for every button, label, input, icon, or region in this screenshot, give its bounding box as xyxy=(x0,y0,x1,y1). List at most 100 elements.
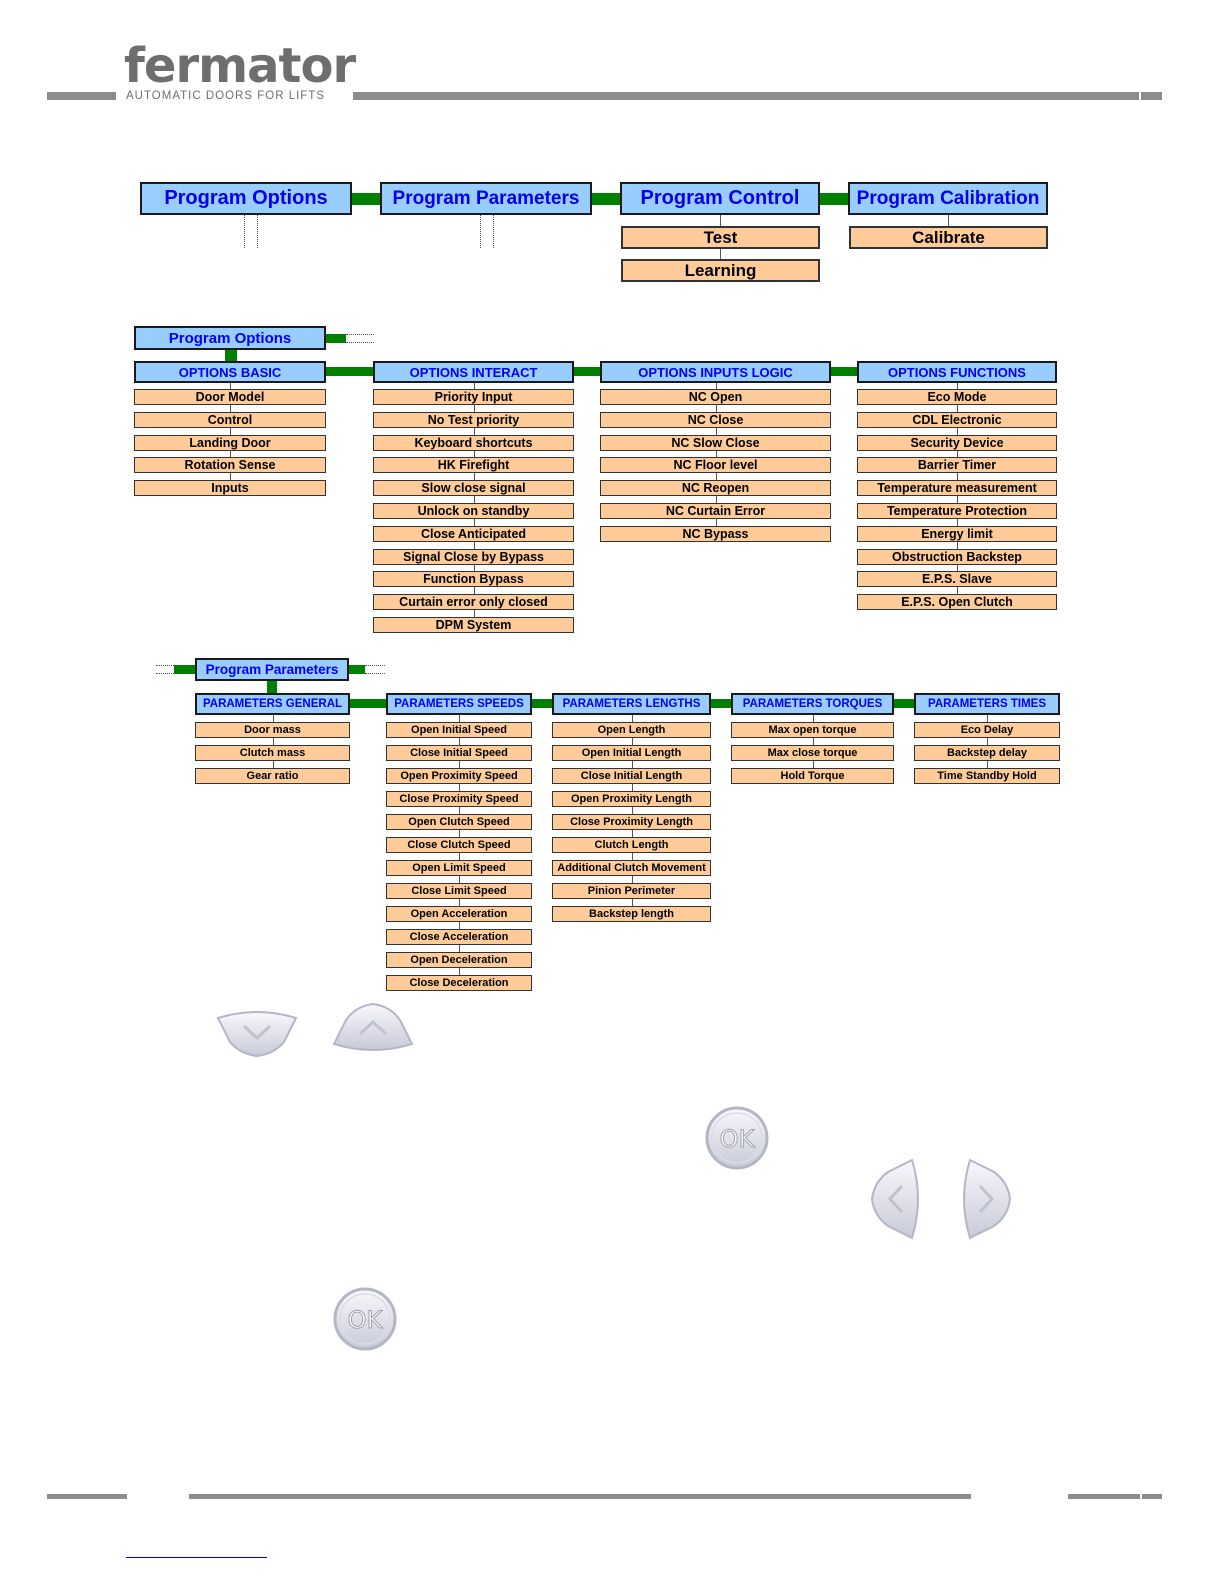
menu-item[interactable]: Eco Mode xyxy=(857,389,1057,405)
menu-item[interactable]: Hold Torque xyxy=(731,768,894,784)
menu-item[interactable]: Open Proximity Speed xyxy=(386,768,532,784)
menu-item[interactable]: Close Acceleration xyxy=(386,929,532,945)
menu-item[interactable]: Control xyxy=(134,411,326,428)
left-arrow-button-icon[interactable] xyxy=(870,1156,926,1242)
group-header[interactable]: OPTIONS INPUTS LOGIC xyxy=(600,361,831,383)
parameters-title[interactable]: Program Parameters xyxy=(195,658,349,681)
menu-item[interactable]: HK Firefight xyxy=(373,457,574,474)
menu-item[interactable]: Security Device xyxy=(857,434,1057,451)
menu-item[interactable]: Obstruction Backstep xyxy=(857,548,1057,565)
menu-program-control[interactable]: Program Control xyxy=(620,182,820,215)
menu-item[interactable]: Temperature measurement xyxy=(857,480,1057,497)
menu-item[interactable]: Clutch Length xyxy=(552,837,711,853)
menu-item[interactable]: Clutch mass xyxy=(195,745,350,761)
menu-item[interactable]: Close Proximity Length xyxy=(552,814,711,830)
menu-item[interactable]: NC Close xyxy=(600,411,831,428)
options-title[interactable]: Program Options xyxy=(134,326,326,350)
tree-line xyxy=(948,215,949,226)
menu-item[interactable]: Barrier Timer xyxy=(857,457,1057,474)
group-header[interactable]: OPTIONS BASIC xyxy=(134,361,326,383)
menu-item[interactable]: NC Floor level xyxy=(600,457,831,474)
connector xyxy=(174,665,195,674)
menu-item[interactable]: Open Proximity Length xyxy=(552,791,711,807)
menu-item[interactable]: NC Bypass xyxy=(600,525,831,542)
menu-item[interactable]: Open Acceleration xyxy=(386,906,532,922)
menu-item[interactable]: Open Clutch Speed xyxy=(386,814,532,830)
menu-item[interactable]: E.P.S. Slave xyxy=(857,571,1057,588)
connector xyxy=(349,665,365,674)
menu-item[interactable]: Additional Clutch Movement xyxy=(552,860,711,876)
menu-item[interactable]: Rotation Sense xyxy=(134,457,326,474)
menu-item[interactable]: Keyboard shortcuts xyxy=(373,434,574,451)
menu-program-parameters[interactable]: Program Parameters xyxy=(380,182,592,215)
menu-item[interactable]: Open Initial Length xyxy=(552,745,711,761)
right-arrow-button-icon[interactable] xyxy=(956,1156,1012,1242)
menu-item[interactable]: Unlock on standby xyxy=(373,503,574,519)
group-header[interactable]: PARAMETERS TORQUES xyxy=(731,693,894,715)
menu-item[interactable]: Landing Door xyxy=(134,434,326,451)
menu-item[interactable]: Signal Close by Bypass xyxy=(373,548,574,565)
menu-item[interactable]: Energy limit xyxy=(857,525,1057,542)
menu-item[interactable]: Temperature Protection xyxy=(857,503,1057,519)
collapsed-branch xyxy=(346,334,374,343)
ok-button-icon[interactable]: OK xyxy=(332,1286,398,1352)
menu-item[interactable]: No Test priority xyxy=(373,411,574,428)
menu-item[interactable]: Priority Input xyxy=(373,389,574,405)
menu-item-learning[interactable]: Learning xyxy=(621,259,820,282)
menu-program-options[interactable]: Program Options xyxy=(140,182,352,215)
group-header[interactable]: PARAMETERS SPEEDS xyxy=(386,693,532,715)
group-header[interactable]: OPTIONS INTERACT xyxy=(373,361,574,383)
up-arrow-button-icon[interactable] xyxy=(330,1002,416,1058)
menu-item[interactable]: Inputs xyxy=(134,480,326,497)
menu-item[interactable]: Function Bypass xyxy=(373,571,574,588)
connector xyxy=(326,334,346,343)
group-header[interactable]: PARAMETERS LENGTHS xyxy=(552,693,711,715)
connector xyxy=(820,193,848,205)
menu-item[interactable]: NC Slow Close xyxy=(600,434,831,451)
ok-label: OK xyxy=(720,1125,756,1153)
menu-item[interactable]: Time Standby Hold xyxy=(914,768,1060,784)
menu-item[interactable]: NC Open xyxy=(600,389,831,405)
menu-item[interactable]: Close Proximity Speed xyxy=(386,791,532,807)
menu-item-calibrate[interactable]: Calibrate xyxy=(849,226,1048,249)
connector xyxy=(592,193,620,205)
group-header[interactable]: PARAMETERS TIMES xyxy=(914,693,1060,715)
menu-item[interactable]: Close Initial Speed xyxy=(386,745,532,761)
menu-item[interactable]: CDL Electronic xyxy=(857,411,1057,428)
menu-item[interactable]: Max close torque xyxy=(731,745,894,761)
menu-item[interactable]: Pinion Perimeter xyxy=(552,883,711,899)
group-header[interactable]: PARAMETERS GENERAL xyxy=(195,693,350,715)
menu-item[interactable]: DPM System xyxy=(373,617,574,633)
menu-item-test[interactable]: Test xyxy=(621,226,820,249)
menu-item[interactable]: Eco Delay xyxy=(914,722,1060,738)
menu-item[interactable]: Open Length xyxy=(552,722,711,738)
menu-item[interactable]: Backstep length xyxy=(552,906,711,922)
menu-item[interactable]: Door Model xyxy=(134,389,326,405)
ok-button-icon[interactable]: OK xyxy=(704,1105,770,1171)
down-arrow-button-icon[interactable] xyxy=(214,1004,300,1060)
menu-item[interactable]: Close Deceleration xyxy=(386,975,532,991)
menu-item[interactable]: Open Limit Speed xyxy=(386,860,532,876)
menu-item[interactable]: Max open torque xyxy=(731,722,894,738)
menu-item[interactable]: Close Anticipated xyxy=(373,525,574,542)
menu-item[interactable]: Door mass xyxy=(195,722,350,738)
menu-program-calibration[interactable]: Program Calibration xyxy=(848,182,1048,215)
tree-line xyxy=(632,715,633,906)
menu-item[interactable]: Close Initial Length xyxy=(552,768,711,784)
menu-item[interactable]: Curtain error only closed xyxy=(373,594,574,611)
group-header[interactable]: OPTIONS FUNCTIONS xyxy=(857,361,1057,383)
menu-item[interactable]: Gear ratio xyxy=(195,768,350,784)
footer-link-underline[interactable] xyxy=(126,1557,267,1558)
tree-line xyxy=(813,715,814,768)
menu-item[interactable]: Open Initial Speed xyxy=(386,722,532,738)
menu-item[interactable]: Close Clutch Speed xyxy=(386,837,532,853)
menu-item[interactable]: Open Deceleration xyxy=(386,952,532,968)
menu-item[interactable]: Backstep delay xyxy=(914,745,1060,761)
menu-item[interactable]: E.P.S. Open Clutch xyxy=(857,594,1057,611)
menu-item[interactable]: Close Limit Speed xyxy=(386,883,532,899)
footer-rule-end xyxy=(1142,1494,1162,1499)
menu-item[interactable]: NC Reopen xyxy=(600,480,831,497)
footer-rule-right xyxy=(1068,1494,1140,1499)
menu-item[interactable]: NC Curtain Error xyxy=(600,503,831,519)
menu-item[interactable]: Slow close signal xyxy=(373,480,574,497)
